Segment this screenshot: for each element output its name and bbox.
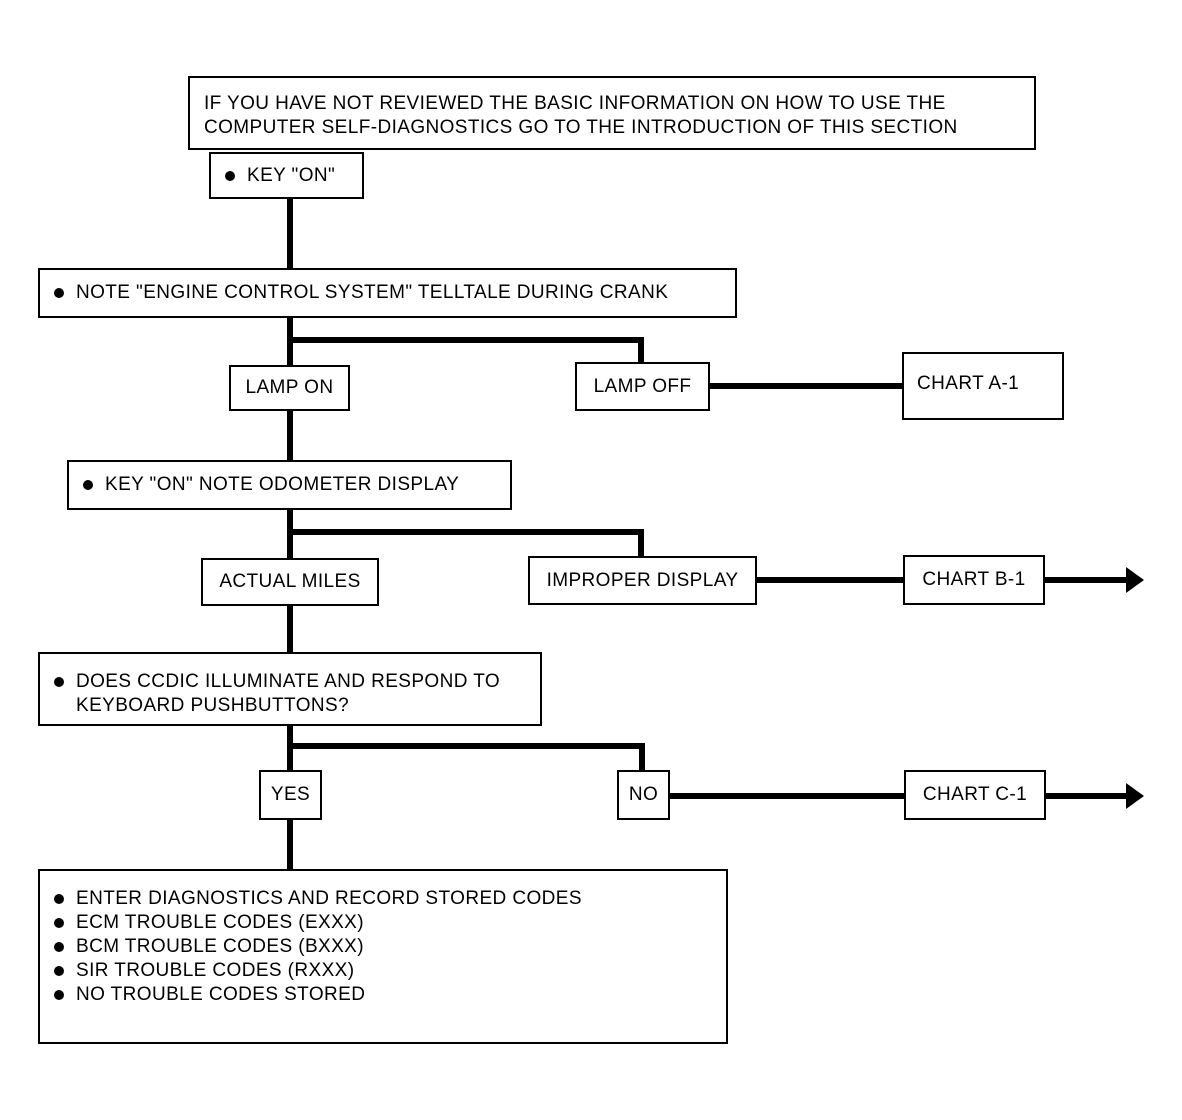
- ccdic-line-1: DOES CCDIC ILLUMINATE AND RESPOND TO: [76, 671, 501, 692]
- bullet-icon: [83, 480, 93, 490]
- bullet-icon: [54, 966, 64, 976]
- intro-line-2: COMPUTER SELF-DIAGNOSTICS GO TO THE INTR…: [204, 117, 958, 138]
- connector-telltale-to-lamp-off: [287, 337, 644, 365]
- no-box[interactable]: NO: [617, 770, 670, 820]
- bullet-icon: [225, 170, 235, 181]
- arrowhead-chart-c1-icon: [1126, 783, 1144, 809]
- intro-line-1: IF YOU HAVE NOT REVIEWED THE BASIC INFOR…: [204, 93, 946, 114]
- key-on-box[interactable]: KEY "ON": [209, 152, 364, 199]
- chart-b1-label: CHART B-1: [922, 569, 1026, 590]
- improper-display-label: IMPROPER DISPLAY: [546, 569, 739, 591]
- improper-display-box[interactable]: IMPROPER DISPLAY: [528, 556, 757, 605]
- final-item: ENTER DIAGNOSTICS AND RECORD STORED CODE…: [54, 887, 726, 911]
- bullet-icon: [54, 942, 64, 952]
- telltale-step-box[interactable]: NOTE "ENGINE CONTROL SYSTEM" TELLTALE DU…: [38, 268, 737, 318]
- ccdic-question-box[interactable]: DOES CCDIC ILLUMINATE AND RESPOND TO KEY…: [38, 652, 542, 726]
- bullet-icon: [54, 288, 64, 298]
- chart-a1-box[interactable]: CHART A-1: [902, 352, 1064, 420]
- bullet-icon: [54, 894, 64, 904]
- lamp-off-label: LAMP OFF: [593, 375, 692, 397]
- chart-a1-label: CHART A-1: [917, 373, 1020, 394]
- ccdic-line-2: KEYBOARD PUSHBUTTONS?: [76, 695, 350, 716]
- final-item-text: BCM TROUBLE CODES (BXXX): [76, 936, 364, 957]
- final-item: NO TROUBLE CODES STORED: [54, 983, 726, 1007]
- final-item: ECM TROUBLE CODES (EXXX): [54, 911, 726, 935]
- final-item-text: ENTER DIAGNOSTICS AND RECORD STORED CODE…: [76, 888, 582, 909]
- bullet-icon: [54, 990, 64, 1000]
- final-item-text: NO TROUBLE CODES STORED: [76, 984, 366, 1005]
- no-label: NO: [628, 784, 659, 805]
- chart-c1-box[interactable]: CHART C-1: [904, 770, 1046, 820]
- yes-box[interactable]: YES: [259, 770, 322, 820]
- connector-ccdic-to-no: [287, 743, 645, 773]
- telltale-step-text: NOTE "ENGINE CONTROL SYSTEM" TELLTALE DU…: [76, 282, 669, 303]
- final-item: SIR TROUBLE CODES (RXXX): [54, 959, 726, 983]
- final-step-box[interactable]: ENTER DIAGNOSTICS AND RECORD STORED CODE…: [38, 869, 728, 1044]
- chart-b1-box[interactable]: CHART B-1: [903, 555, 1045, 605]
- connector-odometer-to-improper: [287, 529, 644, 559]
- lamp-on-label: LAMP ON: [245, 377, 334, 398]
- final-item: BCM TROUBLE CODES (BXXX): [54, 935, 726, 959]
- bullet-icon: [54, 918, 64, 928]
- actual-miles-box[interactable]: ACTUAL MILES: [201, 558, 379, 606]
- odometer-step-text: KEY "ON" NOTE ODOMETER DISPLAY: [105, 474, 460, 495]
- chart-c1-label: CHART C-1: [922, 784, 1028, 805]
- key-on-text: KEY "ON": [247, 164, 336, 186]
- actual-miles-label: ACTUAL MILES: [219, 571, 361, 592]
- lamp-off-box[interactable]: LAMP OFF: [575, 362, 710, 411]
- arrowhead-chart-b1-icon: [1126, 567, 1144, 593]
- final-item-text: SIR TROUBLE CODES (RXXX): [76, 960, 355, 981]
- intro-box: IF YOU HAVE NOT REVIEWED THE BASIC INFOR…: [188, 76, 1036, 150]
- yes-label: YES: [270, 784, 311, 805]
- bullet-icon: [54, 677, 64, 687]
- final-item-text: ECM TROUBLE CODES (EXXX): [76, 912, 364, 933]
- odometer-step-box[interactable]: KEY "ON" NOTE ODOMETER DISPLAY: [67, 460, 512, 510]
- lamp-on-box[interactable]: LAMP ON: [229, 365, 350, 411]
